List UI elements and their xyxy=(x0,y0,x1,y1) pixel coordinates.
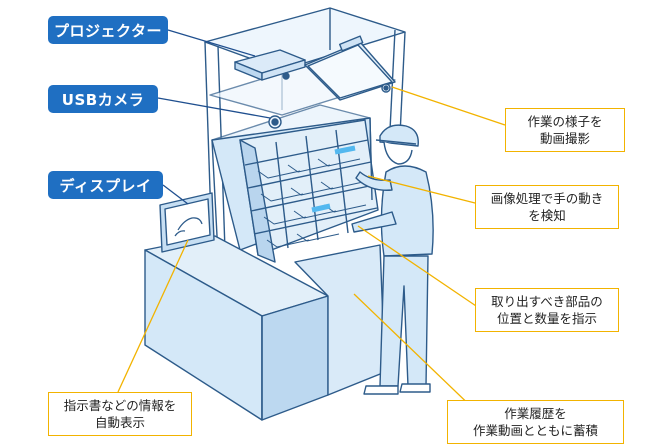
leader-projector xyxy=(167,29,256,57)
usb-camera-front xyxy=(268,115,282,129)
usb-camera-top xyxy=(381,83,391,93)
callout-record-work: 作業の様子を 動画撮影 xyxy=(505,108,625,152)
callout-detect-hands-line-1: 画像処理で手の動き xyxy=(490,191,604,206)
leader-store-history xyxy=(353,293,481,416)
callout-indicate-parts-line-1: 取り出すべき部品の xyxy=(491,294,603,309)
leader-detect-hands xyxy=(367,175,484,206)
callout-detect-hands: 画像処理で手の動き を検知 xyxy=(475,185,619,229)
leader-display xyxy=(162,184,189,205)
callout-show-instructions: 指示書などの情報を 自動表示 xyxy=(48,392,192,436)
leader-usb-camera xyxy=(157,97,271,119)
desk-display xyxy=(159,192,215,253)
callout-record-work-line-2: 動画撮影 xyxy=(539,131,590,146)
callout-detect-hands-line-2: を検知 xyxy=(528,208,566,223)
callout-store-history: 作業履歴を 作業動画とともに蓄積 xyxy=(447,400,624,444)
parts-shelf xyxy=(211,117,379,263)
projector-unit xyxy=(234,49,306,81)
callout-show-instructions-line-1: 指示書などの情報を xyxy=(63,398,177,413)
callout-indicate-parts: 取り出すべき部品の 位置と数量を指示 xyxy=(475,288,619,332)
leader-record-work xyxy=(391,86,506,126)
frame-display xyxy=(304,35,396,101)
projector-label: プロジェクター xyxy=(48,16,168,44)
leader-show-instructions xyxy=(117,239,189,393)
usb-camera-label: USBカメラ xyxy=(48,85,158,113)
callout-store-history-line-1: 作業履歴を xyxy=(504,406,567,421)
callout-store-history-line-2: 作業動画とともに蓄積 xyxy=(472,423,598,438)
display-label: ディスプレイ xyxy=(48,171,163,199)
callout-show-instructions-line-2: 自動表示 xyxy=(94,415,145,430)
callout-record-work-line-1: 作業の様子を xyxy=(527,114,603,129)
leader-indicate-parts xyxy=(357,225,483,311)
workbench xyxy=(144,235,386,421)
callout-indicate-parts-line-2: 位置と数量を指示 xyxy=(496,311,597,326)
